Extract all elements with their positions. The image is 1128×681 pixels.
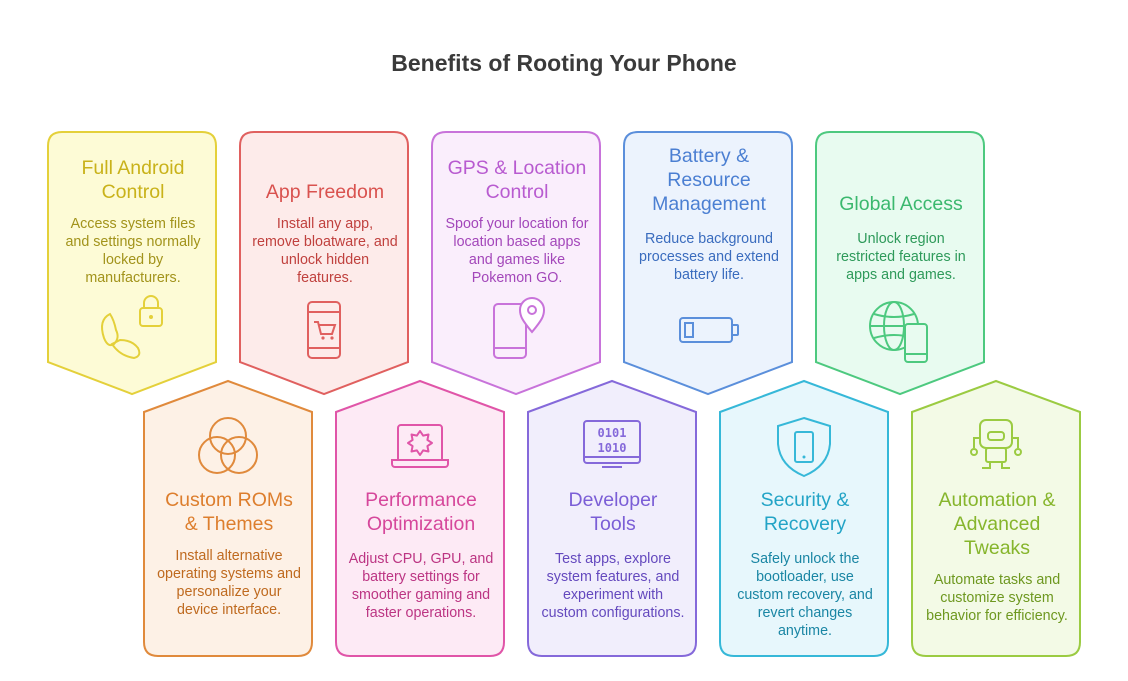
card-shape xyxy=(623,131,793,396)
card-shape xyxy=(815,131,985,396)
card-shape xyxy=(527,379,697,657)
card-description: Adjust CPU, GPU, and battery settings fo… xyxy=(348,551,494,621)
android-lock-icon xyxy=(101,295,163,360)
venn-circles-icon xyxy=(198,417,258,474)
card-shape xyxy=(239,131,409,396)
card-shape xyxy=(143,379,313,657)
card-description: Reduce background processes and extend b… xyxy=(639,231,779,283)
card-shape xyxy=(47,131,217,396)
card-title: Global Access xyxy=(839,193,963,215)
diagram-title: Benefits of Rooting Your Phone xyxy=(391,50,737,76)
card-description: Install any app, remove bloatware, and u… xyxy=(252,216,398,286)
card-shape xyxy=(719,379,889,657)
laptop-gear-icon xyxy=(391,424,449,468)
phone-cart-icon xyxy=(307,301,341,359)
card-title: Custom ROMs& Themes xyxy=(165,489,293,535)
card-shape xyxy=(911,379,1081,657)
battery-icon xyxy=(679,317,739,343)
card-description: Safely unlock the bootloader, use custom… xyxy=(737,551,873,639)
card-description: Test apps, explore system features, and … xyxy=(541,551,685,621)
card-description: Access system files and settings normall… xyxy=(65,216,201,286)
card-description: Unlock region restricted features in app… xyxy=(836,231,966,283)
card-description: Automate tasks and customize system beha… xyxy=(926,572,1068,624)
card-title: Security &Recovery xyxy=(760,489,850,535)
card-title: App Freedom xyxy=(265,181,385,203)
card-shape xyxy=(335,379,505,657)
card-description: Install alternative operating systems an… xyxy=(157,548,301,618)
svg-text:0101: 0101 xyxy=(598,426,627,440)
robot-icon xyxy=(970,419,1022,469)
svg-text:1010: 1010 xyxy=(598,441,627,455)
phone-location-icon xyxy=(493,297,546,359)
card-description: Spoof your location for location based a… xyxy=(445,216,589,286)
shield-phone-icon xyxy=(777,416,831,478)
globe-phone-icon xyxy=(869,301,928,363)
card-shape xyxy=(431,131,601,396)
